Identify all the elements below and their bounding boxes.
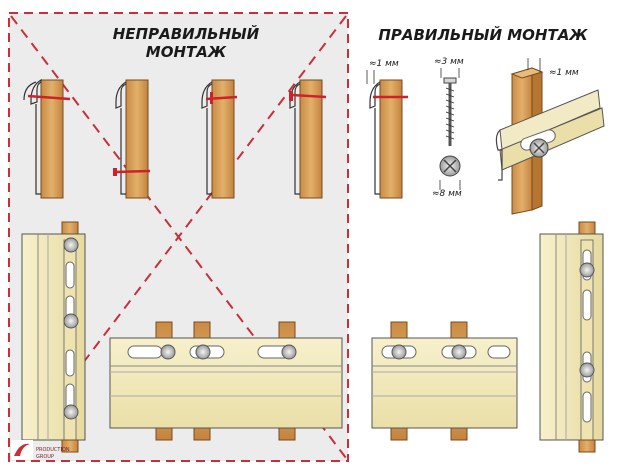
dim-screw-head: ≈8 мм bbox=[432, 189, 462, 199]
wrong-example-3 bbox=[201, 79, 238, 199]
nail-icon bbox=[291, 93, 327, 99]
screw-icon bbox=[160, 344, 176, 360]
right-vertical-panel bbox=[539, 221, 604, 453]
screw-icon bbox=[391, 344, 407, 360]
screw-icon bbox=[579, 362, 595, 378]
wrong-example-4 bbox=[289, 79, 327, 199]
dim-gap-screw: ≈1 мм bbox=[549, 68, 579, 78]
right-title: ПРАВИЛЬНЫЙ МОНТАЖ bbox=[378, 25, 588, 44]
logo-line2: GROUP bbox=[36, 454, 54, 460]
dim-gap-nail: ≈1 мм bbox=[369, 59, 399, 69]
production-logo: PRODUCTION GROUP bbox=[11, 440, 70, 460]
wrong-title-line1: НЕПРАВИЛЬНЫЙ bbox=[113, 24, 260, 43]
dim-nail-head-gap: ≈3 мм bbox=[434, 57, 464, 67]
screw-icon bbox=[63, 313, 79, 329]
right-horizontal-panel bbox=[371, 321, 518, 441]
logo-line1: PRODUCTION bbox=[36, 447, 70, 453]
right-installation-section: ПРАВИЛЬНЫЙ МОНТАЖ ≈1 мм ≈3 мм ≈8 мм bbox=[366, 25, 605, 453]
screw-icon bbox=[63, 404, 79, 420]
wrong-vertical-panel bbox=[21, 221, 86, 453]
screw-icon bbox=[195, 344, 211, 360]
wrong-example-1 bbox=[23, 78, 71, 199]
screw-icon bbox=[63, 237, 79, 253]
screw-detail: ≈3 мм ≈8 мм bbox=[432, 57, 464, 199]
right-example-screw-3d: ≈1 мм bbox=[495, 58, 605, 215]
wrong-installation-section: НЕПРАВИЛЬНЫЙ МОНТАЖ bbox=[8, 12, 349, 462]
wrong-title-line2: МОНТАЖ bbox=[146, 43, 227, 61]
nail-icon bbox=[115, 169, 151, 174]
wrong-horizontal-panel bbox=[109, 321, 343, 441]
screw-icon bbox=[451, 344, 467, 360]
right-example-nail: ≈1 мм bbox=[366, 59, 408, 199]
nail-icon bbox=[27, 94, 71, 101]
screw-icon bbox=[281, 344, 297, 360]
wrong-example-2 bbox=[113, 79, 151, 199]
screw-icon bbox=[579, 262, 595, 278]
